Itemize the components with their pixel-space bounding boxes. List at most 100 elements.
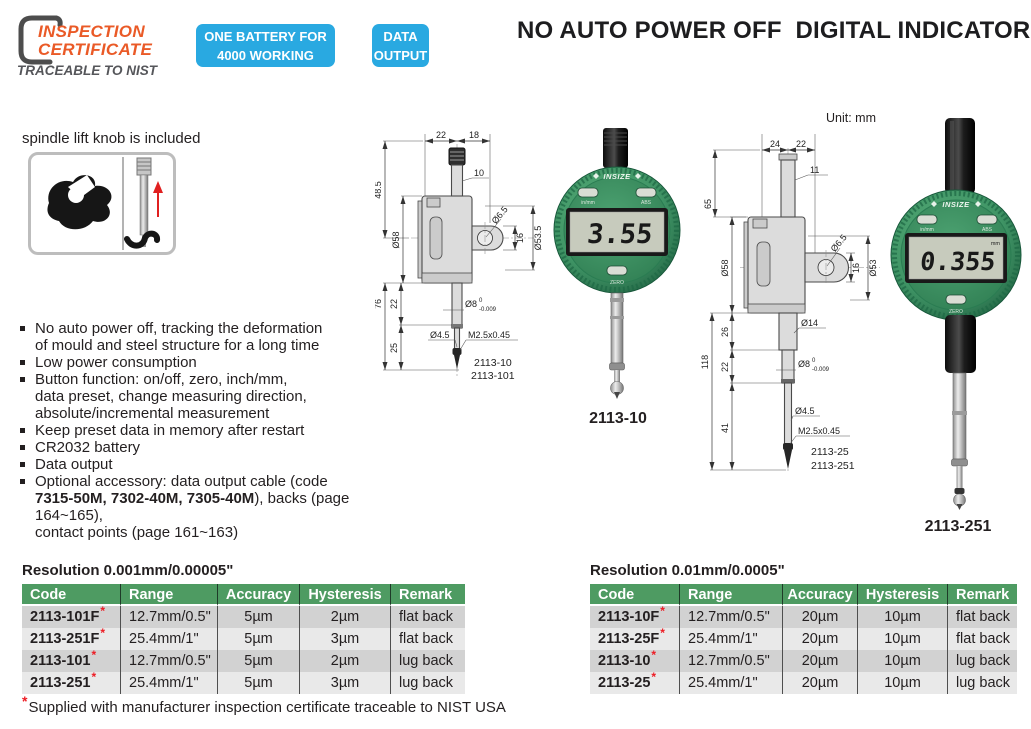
spindle-note: spindle lift knob is included xyxy=(22,130,201,147)
cell-hysteresis: 2µm xyxy=(300,650,391,672)
certificate-bracket-icon xyxy=(18,15,63,65)
dim-stem-tol-sup: 0 xyxy=(812,358,816,364)
col-header-remark: Remark xyxy=(948,584,1017,606)
brand-diamond-icon xyxy=(931,201,937,207)
data-output-badge: DATA OUTPUT xyxy=(372,24,429,67)
dim-body-dia: Ø58 xyxy=(391,231,401,248)
dim-hole-dia: Ø6.5 xyxy=(490,204,510,225)
zero-button-label: ZERO xyxy=(949,309,963,315)
cell-code: 2113-25* xyxy=(590,671,680,694)
cell-hysteresis: 3µm xyxy=(300,628,391,650)
feature-line: Optional accessory: data output cable (c… xyxy=(35,473,328,490)
col-header-accuracy: Accuracy xyxy=(783,584,858,606)
spec-table-right: Resolution 0.01mm/0.0005" Code Range Acc… xyxy=(590,562,1017,694)
dim-stem-tol-sup: 0 xyxy=(479,298,483,304)
dim-tip-dia: Ø4.5 xyxy=(430,330,450,340)
dim-22-mid: 22 xyxy=(389,299,399,309)
cell-range: 25.4mm/1" xyxy=(121,672,218,694)
product-photo-2113-10: INSIZE in/mm ABS 3.55 ZERO xyxy=(553,128,681,399)
cell-code: 2113-251* xyxy=(22,671,121,694)
dim-hole-dia: Ø6.5 xyxy=(829,232,849,253)
cell-code: 2113-251F* xyxy=(22,626,121,650)
cell-range: 25.4mm/1" xyxy=(680,672,783,694)
dim-25: 25 xyxy=(389,343,399,353)
cell-range: 25.4mm/1" xyxy=(121,628,218,650)
page-title: NO AUTO POWER OFF DIGITAL INDICATORS xyxy=(517,17,1031,44)
cell-range: 12.7mm/0.5" xyxy=(121,650,218,672)
spec-table-left: Resolution 0.001mm/0.00005" Code Range A… xyxy=(22,562,465,694)
cell-code: 2113-10F* xyxy=(590,604,680,628)
cell-remark: flat back xyxy=(391,606,465,628)
cell-accuracy: 20µm xyxy=(783,672,858,694)
drawing1-code1: 2113-10 xyxy=(474,357,512,369)
data-output-badge-line2: OUTPUT xyxy=(373,48,428,63)
cell-accuracy: 5µm xyxy=(218,628,300,650)
spec-table: Code Range Accuracy Hysteresis Remark 21… xyxy=(590,584,1017,694)
brand-diamond-icon xyxy=(593,173,599,179)
feature-line: No auto power off, tracking the deformat… xyxy=(35,320,323,337)
certificate-asterisk: * xyxy=(660,604,665,619)
dim-76: 76 xyxy=(375,299,383,309)
battery-badge-line1: ONE BATTERY FOR xyxy=(204,29,327,44)
bullet-icon xyxy=(20,326,25,331)
indicator-top-stem xyxy=(945,118,975,194)
display-unit: mm xyxy=(991,241,1001,247)
feature-line: data preset, change measuring direction, xyxy=(35,388,307,405)
drawing2-code2: 2113-251 xyxy=(811,460,855,472)
brand-label: INSIZE xyxy=(942,200,970,209)
indicator-cap xyxy=(603,128,628,168)
cell-accuracy: 20µm xyxy=(783,650,858,672)
col-header-hysteresis: Hysteresis xyxy=(858,584,948,606)
bullet-icon xyxy=(20,377,25,382)
display-value: 3.55 xyxy=(586,219,654,250)
lcd-display xyxy=(569,211,665,253)
cell-range: 12.7mm/0.5" xyxy=(680,650,783,672)
dim-24-top: 24 xyxy=(770,139,780,149)
dim-22-mid: 22 xyxy=(720,362,730,372)
dim-thread: M2.5x0.45 xyxy=(798,426,840,436)
certificate-asterisk: * xyxy=(100,626,106,641)
dim-10-stem: 10 xyxy=(474,168,484,178)
feature-item: Data output xyxy=(20,456,400,473)
abs-button xyxy=(976,214,998,225)
cell-hysteresis: 3µm xyxy=(300,672,391,694)
bullet-icon xyxy=(20,360,25,365)
unit-label: Unit: mm xyxy=(826,111,876,125)
dim-22-top: 22 xyxy=(796,139,806,149)
cell-accuracy: 5µm xyxy=(218,650,300,672)
cell-accuracy: 5µm xyxy=(218,606,300,628)
logo-line1: INSPECTION xyxy=(38,22,145,41)
dim-bezel-dia: Ø53 xyxy=(868,259,878,276)
cell-code: 2113-101* xyxy=(22,649,121,672)
feature-item: CR2032 battery xyxy=(20,439,400,456)
dim-48-5: 48.5 xyxy=(375,181,383,199)
cell-code: 2113-25F* xyxy=(590,627,680,650)
dimension-drawing-2113-10: 22 18 10 48.5 Ø58 Ø6.5 16 Ø53.5 Ø8 0 -0.… xyxy=(375,130,543,382)
dim-bezel-dia: Ø53.5 xyxy=(533,226,543,251)
cell-remark: flat back xyxy=(948,606,1017,628)
cell-remark: flat back xyxy=(391,628,465,650)
lcd-display xyxy=(908,236,1004,280)
bullet-icon xyxy=(20,479,25,484)
abs-button-label: ABS xyxy=(641,200,652,206)
cell-remark: flat back xyxy=(948,628,1017,650)
inmm-button-label: in/mm xyxy=(581,200,595,206)
up-arrow-icon xyxy=(153,181,163,217)
data-output-badge-line1: DATA xyxy=(383,29,418,44)
inmm-button xyxy=(916,214,938,225)
zero-button xyxy=(945,294,967,305)
indicator-spindle xyxy=(952,372,967,460)
cell-range: 25.4mm/1" xyxy=(680,628,783,650)
battery-badge-line2: 4000 WORKING HOURS xyxy=(217,48,314,82)
bullet-icon xyxy=(20,428,25,433)
feature-line: of mould and steel structure for a long … xyxy=(35,337,320,354)
feature-line: Low power consumption xyxy=(35,354,197,371)
feature-line: absolute/incremental measurement xyxy=(35,405,270,422)
accessory-codes: 7315-50M, 7302-40M, 7305-40M xyxy=(35,490,255,507)
footnote: *Supplied with manufacturer inspection c… xyxy=(22,694,506,716)
brand-diamond-icon xyxy=(975,201,981,207)
cell-hysteresis: 10µm xyxy=(858,650,948,672)
inmm-button-label: in/mm xyxy=(920,227,934,233)
inmm-button xyxy=(577,187,599,198)
feature-line: Button function: on/off, zero, inch/mm, xyxy=(35,371,288,388)
